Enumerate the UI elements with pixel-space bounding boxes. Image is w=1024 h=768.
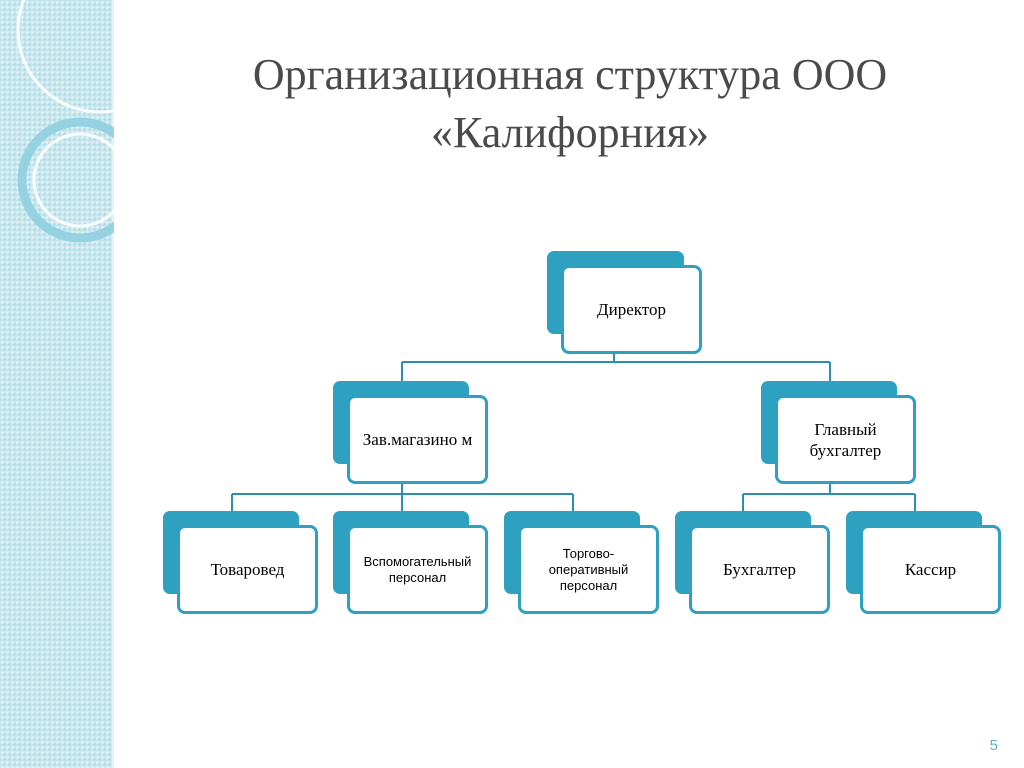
node-box: Директор: [561, 265, 702, 354]
node-label: Торгово-оперативный персонал: [548, 545, 629, 593]
node-box: Товаровед: [177, 525, 318, 614]
page-number: 5: [989, 737, 998, 754]
sidebar-edge: [112, 0, 114, 768]
title-line-2: «Калифорния»: [430, 108, 710, 157]
page-title: Организационная структура ООО «Калифорни…: [150, 46, 990, 162]
node-box: Бухгалтер: [689, 525, 830, 614]
node-box: Торгово-оперативный персонал: [518, 525, 659, 614]
node-label: Бухгалтер: [723, 560, 796, 579]
node-label: Вспомогательный персонал: [363, 553, 472, 585]
title-line-1: Организационная структура ООО: [252, 50, 888, 99]
node-label: Зав.магазино м: [362, 430, 473, 449]
node-box: Кассир: [860, 525, 1001, 614]
node-box: Зав.магазино м: [347, 395, 488, 484]
node-label: Директор: [597, 300, 666, 319]
node-label: Главный бухгалтер: [809, 419, 882, 460]
node-box: Вспомогательный персонал: [347, 525, 488, 614]
node-label: Кассир: [904, 560, 957, 579]
decorative-circles: [16, 0, 114, 243]
node-label: Товаровед: [210, 560, 285, 579]
node-box: Главный бухгалтер: [775, 395, 916, 484]
